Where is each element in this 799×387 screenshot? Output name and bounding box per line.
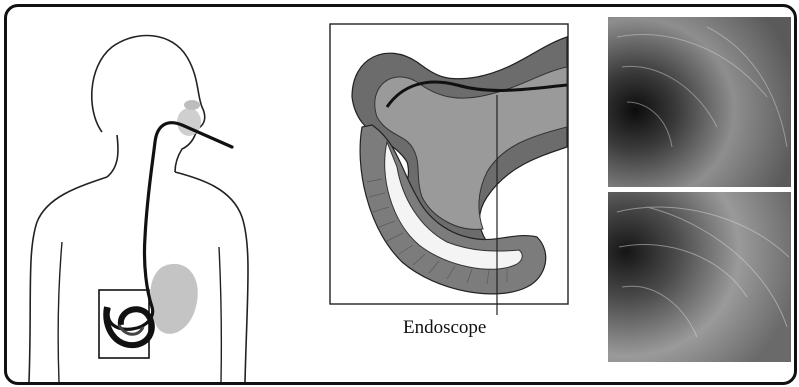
endoscopic-photo-icon	[608, 192, 791, 362]
figure-frame: Endoscope	[4, 4, 797, 385]
endoscopic-photo-icon	[608, 17, 791, 187]
